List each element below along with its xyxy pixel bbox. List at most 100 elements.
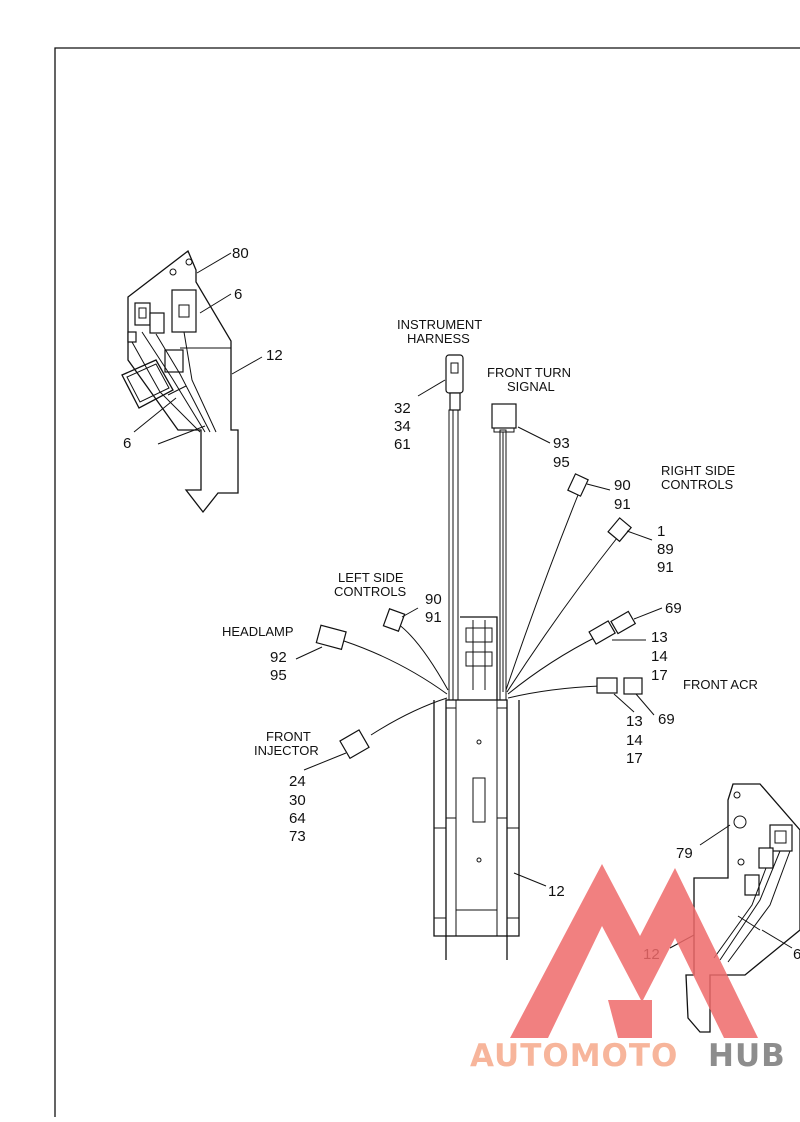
wire-injector — [370, 697, 448, 736]
callout-17: 17 — [651, 667, 668, 684]
connector-pin — [138, 307, 147, 319]
callout-12: 12 — [266, 347, 283, 364]
logo-mountain-icon — [608, 1000, 652, 1038]
frame-rail-left — [433, 700, 447, 960]
right-side-controls-connector-1 — [607, 517, 632, 543]
wire — [131, 341, 201, 433]
callout-64: 64 — [289, 810, 306, 827]
leader-80 — [196, 252, 232, 274]
wire-tie — [737, 915, 761, 931]
leader-instrument — [417, 379, 446, 397]
frame-rail-right — [506, 700, 520, 960]
callout-24: 24 — [289, 773, 306, 790]
relay-body — [171, 289, 197, 333]
connector — [744, 874, 760, 896]
wire-right-90 — [505, 494, 579, 691]
wire-right-69 — [507, 635, 599, 695]
wire — [141, 331, 206, 433]
connector-small — [127, 331, 137, 343]
bracket-hole — [169, 268, 177, 276]
leader-92 — [295, 646, 323, 660]
connector — [149, 312, 165, 334]
channel-bracket — [460, 616, 498, 700]
wires — [713, 850, 791, 963]
leader-69 — [633, 607, 663, 620]
callout-90: 90 — [425, 591, 442, 608]
leader-69b — [635, 693, 655, 716]
wire-headlamp — [343, 640, 448, 695]
callout-6: 6 — [234, 286, 242, 303]
bracket-slot — [465, 651, 493, 667]
label-left-side-controls: CONTROLS — [334, 584, 407, 599]
callout-91: 91 — [657, 559, 674, 576]
front-turn-signal-connector — [491, 403, 517, 429]
callout-6: 6 — [123, 435, 131, 452]
watermark-text-hub: HUB — [708, 1038, 786, 1074]
wire-right-1 — [506, 537, 618, 693]
callout-34: 34 — [394, 418, 411, 435]
label-right-side-controls: RIGHT SIDE — [661, 463, 735, 478]
logo-mountain-icon — [510, 864, 758, 1038]
callout-90: 90 — [614, 477, 631, 494]
watermark-text-automoto: AUTOMOTO — [470, 1038, 678, 1074]
callout-91: 91 — [425, 609, 442, 626]
callout-30: 30 — [289, 792, 306, 809]
callout-91: 91 — [614, 496, 631, 513]
callout-12: 12 — [548, 883, 565, 900]
left-side-controls-connector — [382, 608, 406, 632]
leader-24 — [303, 752, 347, 771]
leader-90 — [586, 483, 611, 491]
callout-93: 93 — [553, 435, 570, 452]
frame-web — [433, 827, 447, 919]
callout-14: 14 — [651, 648, 668, 665]
callout-13: 13 — [651, 629, 668, 646]
leader-12 — [231, 356, 263, 375]
connector-boot — [449, 392, 461, 411]
frame-web — [496, 707, 508, 819]
callout-69: 69 — [658, 711, 675, 728]
frame-hole — [476, 857, 482, 863]
leader-13b — [613, 693, 635, 713]
wire-tie — [167, 385, 187, 396]
connector-seal — [493, 427, 515, 433]
callout-14: 14 — [626, 732, 643, 749]
callout-1: 1 — [657, 523, 665, 540]
wire — [155, 333, 211, 433]
connector-latch — [450, 362, 459, 374]
callout-80: 80 — [232, 245, 249, 262]
relay-terminal — [178, 304, 190, 318]
leader-1 — [626, 530, 653, 541]
label-headlamp: HEADLAMP — [222, 624, 294, 639]
leader-90b — [401, 607, 419, 618]
frame-hole — [476, 739, 482, 745]
label-left-side-controls: LEFT SIDE — [338, 570, 404, 585]
inset-bottom-right: 79 12 6 — [643, 783, 800, 1033]
callout-17: 17 — [626, 750, 643, 767]
callout-32: 32 — [394, 400, 411, 417]
wire — [183, 331, 217, 433]
callout-92: 92 — [270, 649, 287, 666]
connector — [134, 302, 151, 326]
wire-left-controls — [397, 623, 449, 691]
leader-79 — [699, 824, 731, 846]
leader-6 — [761, 929, 793, 949]
watermark-logo: AUTOMOTO HUB — [470, 864, 786, 1074]
frame-web — [445, 707, 457, 819]
label-instrument-harness: INSTRUMENT — [397, 317, 482, 332]
front-acr-mate — [623, 677, 643, 695]
leader-tie — [157, 425, 206, 445]
frame-web — [506, 827, 520, 919]
page-frame — [54, 47, 800, 1117]
callout-95: 95 — [553, 454, 570, 471]
bracket-slot — [465, 627, 493, 643]
right-side-controls-connector-90 — [567, 473, 589, 497]
callout-79: 79 — [676, 845, 693, 862]
label-front-injector: FRONT — [266, 729, 311, 744]
headlamp-connector — [315, 624, 347, 651]
connector — [758, 847, 774, 869]
connector-pin — [774, 830, 787, 844]
callout-89: 89 — [657, 541, 674, 558]
connector — [769, 824, 793, 852]
callout-6: 6 — [793, 946, 800, 963]
